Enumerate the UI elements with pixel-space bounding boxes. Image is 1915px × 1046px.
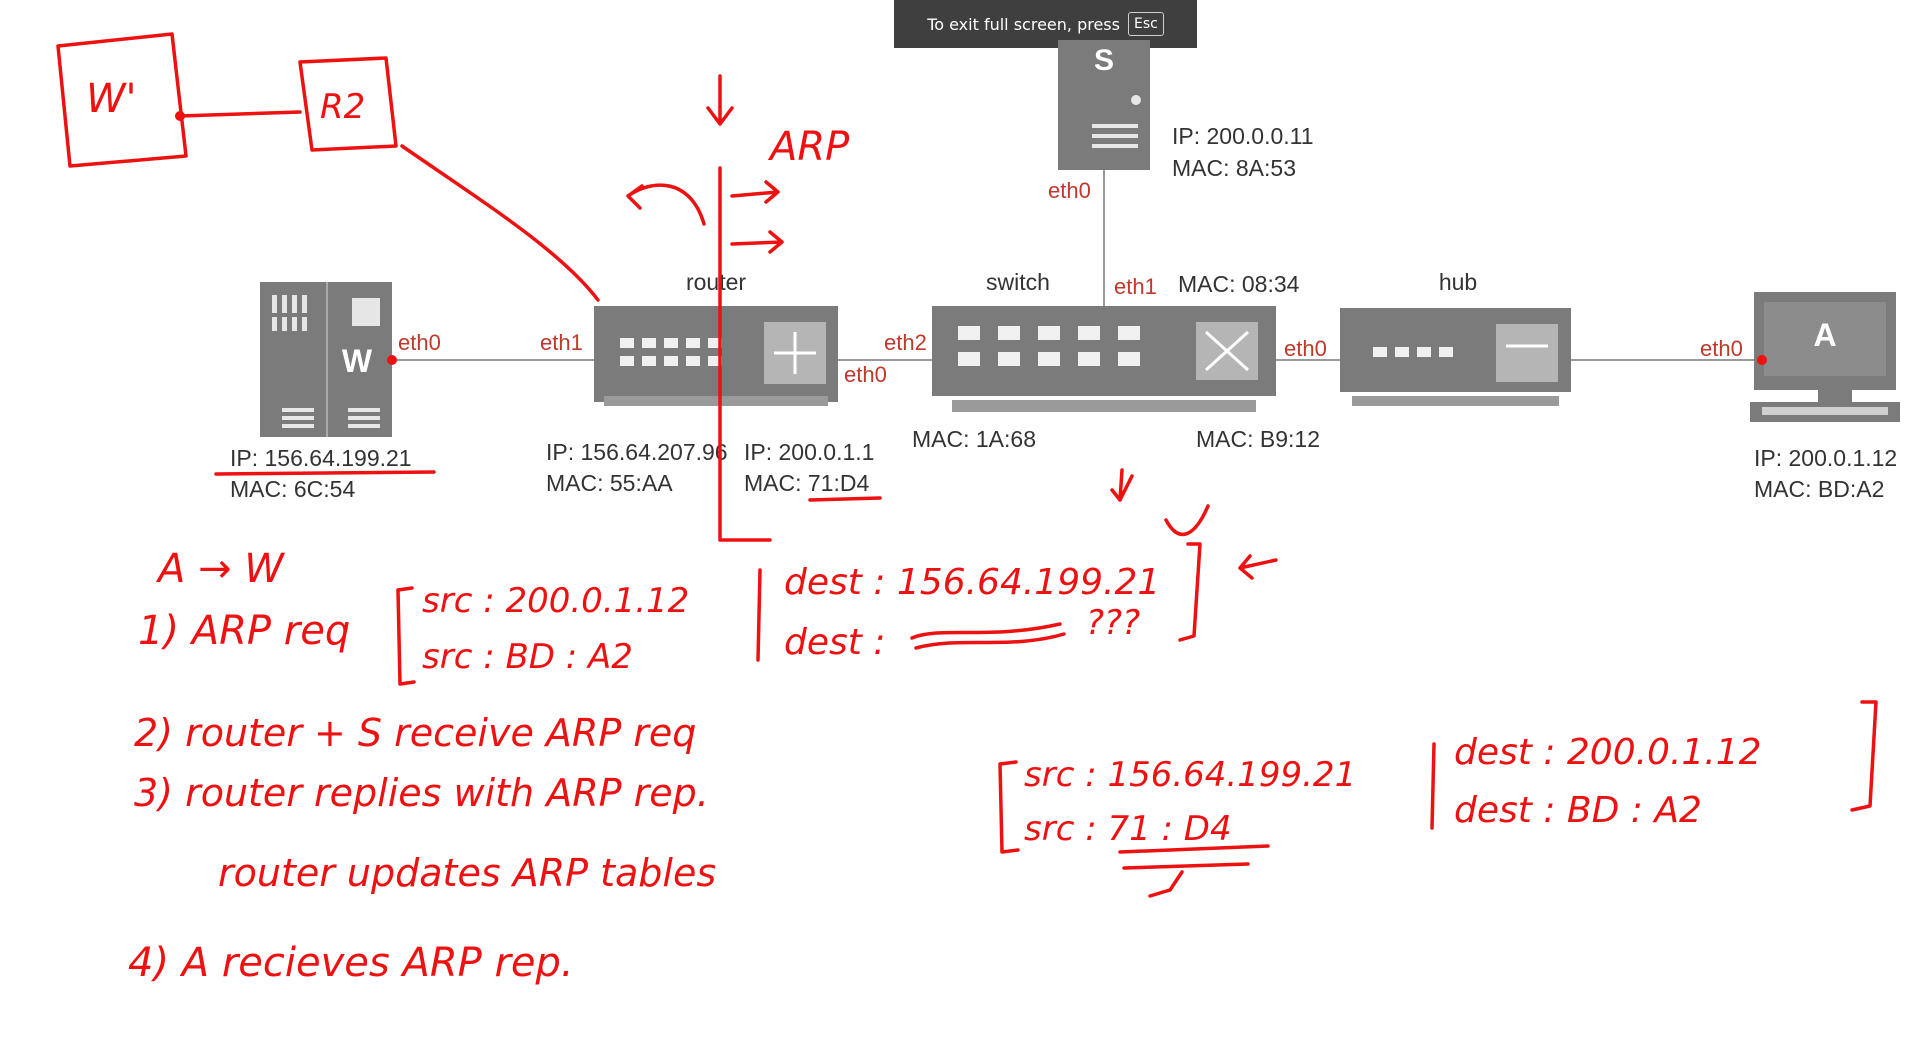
annotation-link-dot <box>175 111 185 121</box>
annotation-r2: R2 <box>320 87 365 127</box>
fullscreen-notice-text: To exit full screen, press <box>927 14 1120 34</box>
router-title: router <box>686 269 746 295</box>
annotation-w-prime: W' <box>86 76 137 122</box>
req-unknown: ??? <box>1086 603 1140 643</box>
router-right-mac: MAC: 71:D4 <box>744 470 869 496</box>
annotation-step3: 3) router replies with ARP rep. <box>134 771 709 815</box>
router-port-eth0: eth0 <box>844 362 887 387</box>
router-port-eth1: eth1 <box>540 330 583 355</box>
annotation-step2: 2) router + S receive ARP req <box>134 711 696 755</box>
req-src-mac: src : BD : A2 <box>422 637 633 677</box>
router-left-mac: MAC: 55:AA <box>546 470 673 496</box>
arrow-rep-mac <box>1148 870 1184 898</box>
bracket-rep-right <box>1850 700 1878 812</box>
host-a: A <box>1750 292 1900 422</box>
req-src-ip: src : 200.0.1.12 <box>422 581 689 621</box>
rep-dest-mac: dest : BD : A2 <box>1454 790 1702 831</box>
server-w-letter: W <box>342 343 373 379</box>
underline-w-ip <box>214 470 436 476</box>
esc-key-badge: Esc <box>1127 12 1164 36</box>
rep-src-ip: src : 156.64.199.21 <box>1024 755 1356 795</box>
bracket-rep-left <box>998 760 1020 854</box>
a-ip: IP: 200.0.1.12 <box>1754 445 1897 471</box>
w-port-dot <box>387 355 397 365</box>
router-right-ip: IP: 200.0.1.1 <box>744 439 874 465</box>
w-ip: IP: 156.64.199.21 <box>230 445 412 471</box>
underline-router-mac <box>808 496 882 502</box>
switch-mac-right: MAC: B9:12 <box>1196 426 1320 452</box>
annotation-w-prime-box: W' <box>56 32 188 168</box>
s-mac: MAC: 8A:53 <box>1172 155 1296 181</box>
annotation-a-to-w: A → W <box>155 546 285 592</box>
switch-mac-left: MAC: 1A:68 <box>912 426 1036 452</box>
router-port-eth2: eth2 <box>884 330 927 355</box>
annotation-arp: ARP <box>767 124 850 170</box>
server-s: S <box>1058 40 1150 170</box>
annotation-r2-to-router <box>400 144 600 302</box>
annotation-r2-box: R2 <box>298 56 398 152</box>
annotation-step4: 4) A recieves ARP rep. <box>128 940 574 986</box>
switch-port-eth0: eth0 <box>1284 336 1327 361</box>
w-mac: MAC: 6C:54 <box>230 476 355 502</box>
a-port-eth0: eth0 <box>1700 336 1743 361</box>
switch-title: switch <box>986 269 1050 295</box>
annotation-step3b: router updates ARP tables <box>218 851 716 895</box>
underline-rep-mac <box>1118 844 1270 870</box>
a-port-dot <box>1757 355 1767 365</box>
network-links <box>392 170 1762 361</box>
a-mac: MAC: BD:A2 <box>1754 476 1884 502</box>
fullscreen-notice: To exit full screen, press Esc <box>894 0 1197 48</box>
host-a-letter: A <box>1813 317 1836 353</box>
s-ip: IP: 200.0.0.11 <box>1172 123 1314 149</box>
rep-src-mac: src : 71 : D4 <box>1024 809 1232 849</box>
annotation-link-w-r2 <box>178 110 302 118</box>
switch-mac-top: MAC: 08:34 <box>1178 271 1300 297</box>
router-left-ip: IP: 156.64.207.96 <box>546 439 728 465</box>
hub <box>1340 308 1571 406</box>
rep-dest-ip: dest : 200.0.1.12 <box>1454 732 1762 773</box>
bracket-req-left <box>396 586 416 686</box>
switch <box>932 306 1276 412</box>
switch-port-eth1: eth1 <box>1114 274 1157 299</box>
s-port-eth0: eth0 <box>1048 178 1091 203</box>
divider-req <box>756 568 762 662</box>
hub-title: hub <box>1439 269 1477 295</box>
router <box>594 306 838 406</box>
req-dest-mac: dest : <box>784 622 885 663</box>
req-dest-ip: dest : 156.64.199.21 <box>784 562 1160 603</box>
bracket-req-right <box>1178 542 1202 642</box>
divider-rep <box>1430 742 1436 830</box>
scribble-mac <box>910 622 1066 650</box>
w-port-eth0: eth0 <box>398 330 441 355</box>
annotation-arp-broadcast <box>626 74 1278 580</box>
server-s-letter: S <box>1094 44 1114 77</box>
annotation-step1: 1) ARP req <box>138 608 350 654</box>
server-w: W <box>260 282 397 437</box>
